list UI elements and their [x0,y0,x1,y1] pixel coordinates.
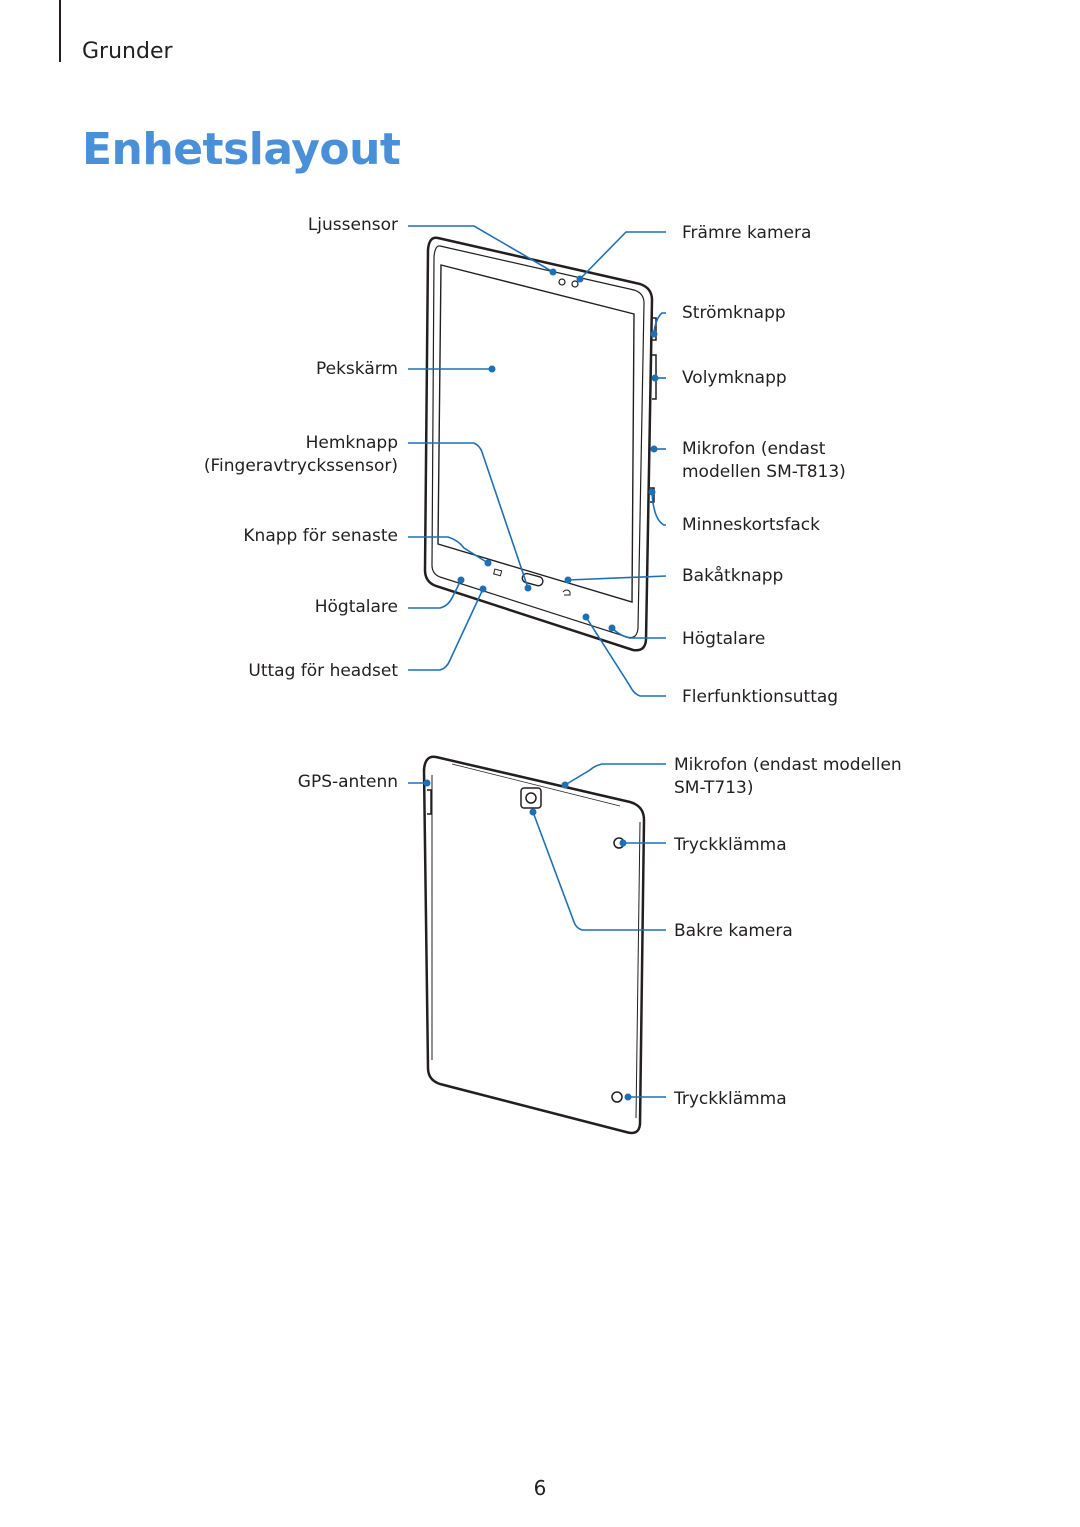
label-multipurpose-jack: Flerfunktionsuttag [682,687,839,707]
rear-camera-icon [520,787,542,809]
front-camera-icon [571,280,579,288]
page-number: 6 [533,1476,547,1500]
front-tablet [423,236,657,652]
label-mic-rear-1: Mikrofon (endast modellen [674,755,902,775]
callout-lines [408,225,667,1098]
page-title: Enhetslayout [82,124,401,175]
label-clip-top: Tryckklämma [674,835,787,855]
label-recent-key: Knapp för senaste [243,526,398,546]
label-touchscreen: Pekskärm [315,359,398,379]
label-mic-front-1: Mikrofon (endast [682,439,826,459]
margin-rule [59,0,61,62]
label-speaker-left: Högtalare [314,597,398,617]
recent-key-icon [493,568,503,577]
label-rear-camera: Bakre kamera [674,921,793,941]
label-memory-tray: Minneskortsfack [682,515,821,535]
label-power-key: Strömknapp [682,303,786,323]
label-light-sensor: Ljussensor [307,215,398,235]
label-mic-front-2: modellen SM-T813) [682,462,846,482]
light-sensor-icon [558,278,566,286]
label-front-camera: Främre kamera [682,223,812,243]
label-speaker-right: Högtalare [682,629,766,649]
label-volume-key: Volymknapp [682,368,787,388]
clip-bottom-icon [611,1091,623,1103]
home-key-icon [521,572,544,587]
section-name: Grunder [82,39,173,64]
label-fingerprint-sensor: (Fingeravtryckssensor) [203,456,398,476]
label-mic-rear-2: SM-T713) [674,778,754,798]
rear-tablet [422,755,646,1135]
label-home-key: Hemknapp [305,433,398,453]
label-headset-jack: Uttag för headset [248,661,398,681]
back-key-icon [562,589,571,596]
label-clip-bottom: Tryckklämma [674,1089,787,1109]
label-back-key: Bakåtknapp [682,566,784,586]
label-gps-antenna: GPS-antenn [297,772,398,792]
callout-dots [423,268,659,1101]
